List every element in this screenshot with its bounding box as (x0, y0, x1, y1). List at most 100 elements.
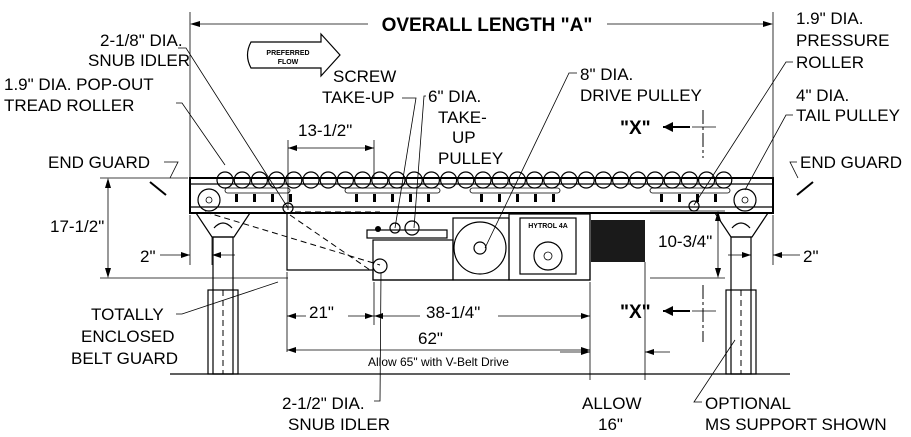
roller (233, 171, 251, 189)
preferred-flow-label-2: FLOW (278, 59, 299, 66)
roller (543, 171, 561, 189)
roller (663, 171, 681, 189)
dim-17-1-2-label: 17-1/2" (50, 217, 104, 236)
roller (250, 171, 268, 189)
roller (319, 171, 337, 189)
frame-bolt (253, 194, 256, 202)
roller (457, 171, 475, 189)
frame-bolt (409, 194, 412, 202)
pop-out-roller-label-1: 1.9" DIA. POP-OUT (4, 75, 154, 94)
snub-idler-top-label-2: SNUB IDLER (88, 51, 190, 70)
frame-bolt (516, 194, 519, 202)
roller (646, 171, 664, 189)
snub-idler-bottom-label-1: 2-1/2" DIA. (282, 394, 365, 413)
frame-slots (224, 187, 731, 202)
frame-slot (649, 187, 731, 194)
roller (285, 171, 303, 189)
dim-62-label: 62" (418, 329, 443, 348)
pop-out-roller-label-2: TREAD ROLLER (4, 96, 134, 115)
snub-idler-top-label-1: 2-1/8" DIA. (100, 31, 183, 50)
screw-takeup-label-2: TAKE-UP (322, 88, 394, 107)
optional-support-label-2: MS SUPPORT SHOWN (705, 415, 887, 434)
section-x-top: "X" (620, 110, 716, 158)
drive-pulley-label-2: DRIVE PULLEY (580, 86, 702, 105)
dim-62: 62" Allow 65" with V-Belt Drive (287, 329, 590, 369)
section-x-top-label: "X" (620, 118, 651, 139)
belt-guard-label-1: TOTALLY (91, 305, 164, 324)
frame-slot (469, 187, 561, 194)
takeup-pulley-label-1: 6" DIA. (428, 87, 481, 106)
drive-pulley-label-1: 8" DIA. (580, 65, 633, 84)
roller (560, 171, 578, 189)
preferred-flow-label-1: PREFERRED (266, 50, 309, 57)
frame-bolt (271, 194, 274, 202)
roller (216, 171, 234, 189)
dim-13-1-2: 13-1/2" (287, 121, 375, 210)
tail-pulley-label-1: 4" DIA. (796, 86, 849, 105)
frame-bolt (534, 194, 537, 202)
dim-2-right: 2" (728, 215, 819, 266)
frame-bolt (678, 194, 681, 202)
carrying-rollers (216, 171, 733, 189)
frame-slot (224, 187, 291, 194)
frame-bolt (714, 194, 717, 202)
dim-38-1-4-label: 38-1/4" (426, 303, 480, 322)
allow-16-label-2: 16" (598, 415, 623, 434)
roller (611, 171, 630, 189)
section-x-bottom: "X" (620, 285, 716, 342)
roller (680, 171, 699, 189)
pressure-roller-label-3: ROLLER (796, 53, 864, 72)
roller (354, 171, 372, 189)
takeup-pulley-label-2: TAKE- (438, 108, 487, 127)
dim-2-left: 2" (140, 215, 235, 266)
takeup-pulley-label-4: PULLEY (438, 149, 503, 168)
frame-bolt (480, 194, 483, 202)
roller (302, 171, 320, 189)
end-guard-left-label: END GUARD (48, 153, 150, 172)
motor-plate-label: HYTROL 4A (528, 223, 568, 230)
roller (474, 171, 492, 189)
dim-21-38: 21" 38-1/4" (286, 272, 591, 352)
frame-bolt (552, 194, 555, 202)
dim-17-1-2: 17-1/2" (50, 177, 288, 279)
dim-21-label: 21" (309, 303, 334, 322)
dim-2-right-label: 2" (803, 247, 819, 266)
frame-bolt (355, 194, 358, 202)
frame-bolt (373, 194, 376, 202)
dim-2-left-label: 2" (140, 247, 156, 266)
drive-motor (591, 220, 645, 262)
roller (268, 171, 286, 189)
frame-bolt (660, 194, 663, 202)
section-x-bottom-label: "X" (620, 302, 651, 323)
dim-13-1-2-label: 13-1/2" (298, 121, 352, 140)
frame-bolt (235, 194, 238, 202)
roller (629, 171, 647, 189)
roller (491, 171, 509, 189)
roller (577, 171, 595, 189)
frame-bolt (696, 194, 699, 202)
frame-slot (344, 187, 441, 194)
support-leg-right (713, 212, 770, 375)
screw-takeup-label-1: SCREW (333, 67, 396, 86)
tail-pulley-label-2: TAIL PULLEY (796, 106, 900, 125)
allow-65-label: Allow 65" with V-Belt Drive (368, 355, 509, 369)
roller (525, 171, 544, 189)
optional-support-label-1: OPTIONAL (705, 394, 791, 413)
dim-10-3-4: 10-3/4" (650, 210, 725, 279)
roller (336, 171, 354, 189)
roller (440, 171, 458, 189)
overall-length-label: OVERALL LENGTH "A" (382, 15, 593, 36)
roller (422, 171, 440, 189)
belt-guard-label-2: ENCLOSED (81, 327, 175, 346)
takeup-pulley-label-3: UP (452, 128, 476, 147)
preferred-flow-arrow: PREFERRED FLOW (246, 32, 341, 78)
snub-idler-bottom-label-2: SNUB IDLER (288, 415, 390, 434)
frame-bolt (498, 194, 501, 202)
pressure-roller-label-2: PRESSURE (796, 31, 890, 50)
allow-16-label-1: ALLOW (582, 394, 642, 413)
pressure-roller-label-1: 1.9" DIA. (796, 9, 863, 28)
frame-bolt (289, 194, 292, 202)
roller (405, 171, 423, 189)
belt-guard: HYTROL 4A (204, 211, 645, 281)
